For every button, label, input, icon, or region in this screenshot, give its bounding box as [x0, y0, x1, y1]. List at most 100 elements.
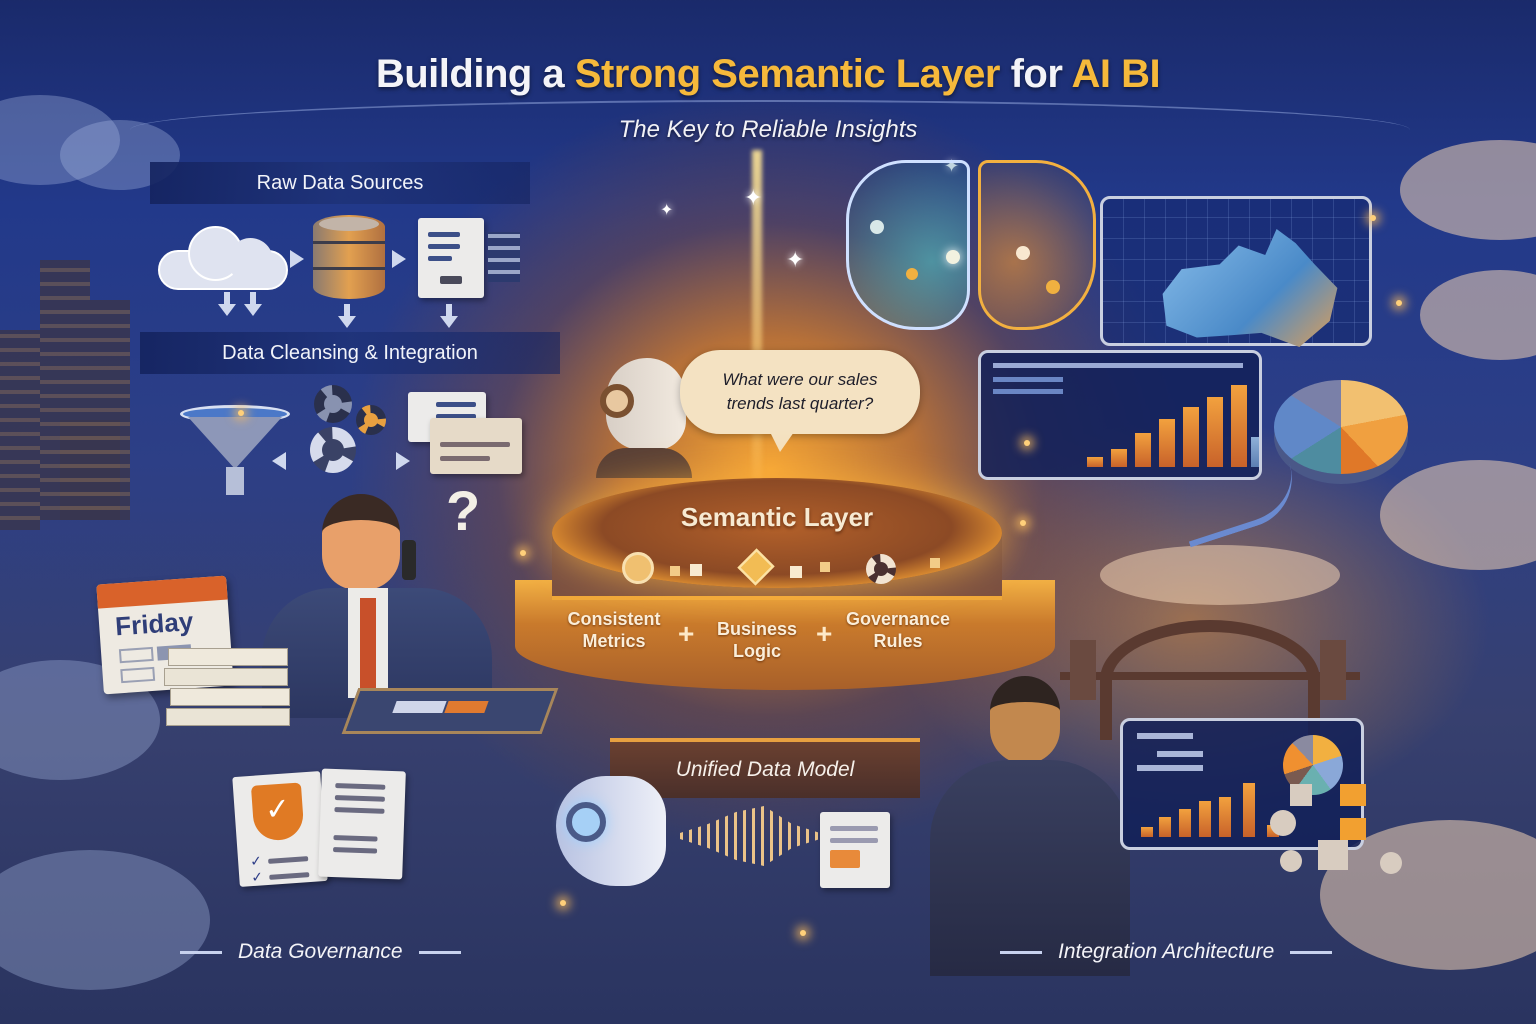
light-beam	[752, 150, 762, 480]
raw-data-sources-banner: Raw Data Sources	[150, 162, 530, 204]
assistant-question-text: What were our sales trends last quarter?	[722, 370, 878, 413]
building-silhouette	[60, 420, 120, 520]
australia-map-icon	[1162, 229, 1338, 347]
sparkle-icon: ✦	[786, 248, 805, 273]
pillar-line: Logic	[733, 641, 781, 661]
data-cleansing-banner: Data Cleansing & Integration	[140, 332, 560, 374]
cloud-decoration	[1420, 270, 1536, 360]
unified-data-model-label: Unified Data Model	[675, 758, 855, 781]
pillar-governance-rules: Governance Rules	[840, 608, 956, 652]
question-mark: ?	[446, 479, 481, 542]
ai-brain-icon	[846, 160, 1096, 350]
building-silhouette	[0, 330, 40, 530]
arrow-left-icon	[272, 452, 286, 470]
integration-architecture-label: Integration Architecture	[1058, 940, 1275, 963]
paper-stack	[164, 648, 290, 738]
particle-decoration	[1370, 215, 1376, 221]
arrow-down-icon	[218, 292, 236, 316]
particle-decoration	[560, 900, 566, 906]
chart-bar	[1141, 827, 1153, 837]
plus-icon: +	[678, 618, 695, 649]
cloud-decoration	[1400, 140, 1536, 240]
integration-architecture-footer: Integration Architecture	[1000, 940, 1333, 964]
ai-assistant-avatar	[596, 358, 692, 478]
pillar-line: Metrics	[582, 631, 646, 651]
page-subtitle: The Key to Reliable Insights	[618, 116, 918, 143]
shield-check-icon: ✓	[250, 782, 305, 842]
document-icon	[430, 418, 522, 474]
pillar-line: Business	[716, 619, 798, 639]
particle-decoration	[520, 550, 526, 556]
robot-head	[540, 776, 670, 896]
plus-icon: +	[816, 618, 833, 649]
pillar-line: Governance	[845, 609, 951, 629]
chart-bar	[1219, 797, 1231, 837]
particle-decoration	[800, 930, 806, 936]
divider	[1290, 950, 1333, 954]
chart-bar	[1183, 407, 1199, 467]
chart-bar	[1251, 437, 1259, 467]
title-text: Building a	[375, 52, 575, 96]
semantic-layer-title: Semantic Layer	[680, 502, 874, 532]
cloud-icon	[158, 220, 288, 290]
harbour-bridge-illustration	[1060, 600, 1360, 740]
chart-bar	[1199, 801, 1211, 837]
unified-data-model-band: Unified Data Model	[610, 738, 920, 798]
particle-decoration	[238, 410, 244, 416]
arrow-right-icon	[392, 250, 406, 268]
arrow-down-icon	[440, 304, 458, 328]
pillar-line: Consistent	[567, 609, 661, 629]
title-arc-decoration	[130, 100, 1410, 160]
chart-bar	[1243, 783, 1255, 837]
chart-bar	[1159, 419, 1175, 467]
report-document-icon	[820, 812, 890, 888]
page-title: Building a Strong Semantic Layer for AI …	[0, 52, 1536, 97]
network-graph-icon	[1270, 780, 1450, 920]
title-text: for	[999, 52, 1072, 96]
raw-data-sources-label: Raw Data Sources	[256, 171, 424, 194]
analyst-figure	[262, 480, 492, 720]
cube-icon	[737, 548, 775, 586]
grid-icon	[488, 232, 520, 282]
arrow-right-icon	[396, 452, 410, 470]
cloud-decoration	[0, 850, 210, 990]
divider	[1000, 950, 1042, 954]
particle-decoration	[1396, 300, 1402, 306]
pie-chart-icon	[622, 552, 654, 584]
assistant-speech-bubble: What were our sales trends last quarter?	[680, 350, 920, 452]
pillar-consistent-metrics: Consistent Metrics	[556, 608, 672, 652]
chart-bar	[1111, 449, 1127, 467]
chart-bar	[1159, 817, 1171, 837]
businessman-figure	[930, 676, 1130, 976]
robot-eye-icon	[566, 802, 606, 842]
cloud-decoration	[1100, 545, 1340, 605]
pillar-line: Rules	[873, 631, 923, 651]
sales-chart-panel	[978, 350, 1262, 480]
title-highlight: AI BI	[1071, 52, 1161, 96]
arrow-down-icon	[338, 304, 356, 328]
headphone-icon	[600, 384, 634, 418]
chart-bar	[1087, 457, 1103, 467]
phone-icon	[402, 540, 416, 580]
arrow-down-icon	[244, 292, 262, 316]
sound-wave-icon	[680, 806, 820, 866]
gear-icon	[866, 554, 896, 584]
database-icon	[313, 215, 385, 299]
pillar-business-logic: Business Logic	[712, 618, 802, 662]
particle-decoration	[1020, 520, 1026, 526]
pie-chart-icon	[1274, 380, 1408, 474]
map-panel	[1100, 196, 1372, 347]
chart-bar	[1179, 809, 1191, 837]
gears-icon	[300, 385, 390, 475]
calendar-day-label: Friday	[114, 606, 195, 642]
analyst-head	[322, 494, 400, 590]
chart-bar	[1135, 433, 1151, 467]
divider	[418, 950, 461, 954]
document-icon	[418, 218, 484, 298]
title-highlight: Strong Semantic Layer	[574, 52, 1001, 96]
cloud-decoration	[1380, 460, 1536, 570]
semantic-icons-row	[580, 548, 980, 590]
data-governance-footer: Data Governance	[180, 940, 461, 964]
particle-decoration	[1024, 440, 1030, 446]
funnel-icon	[180, 405, 290, 495]
